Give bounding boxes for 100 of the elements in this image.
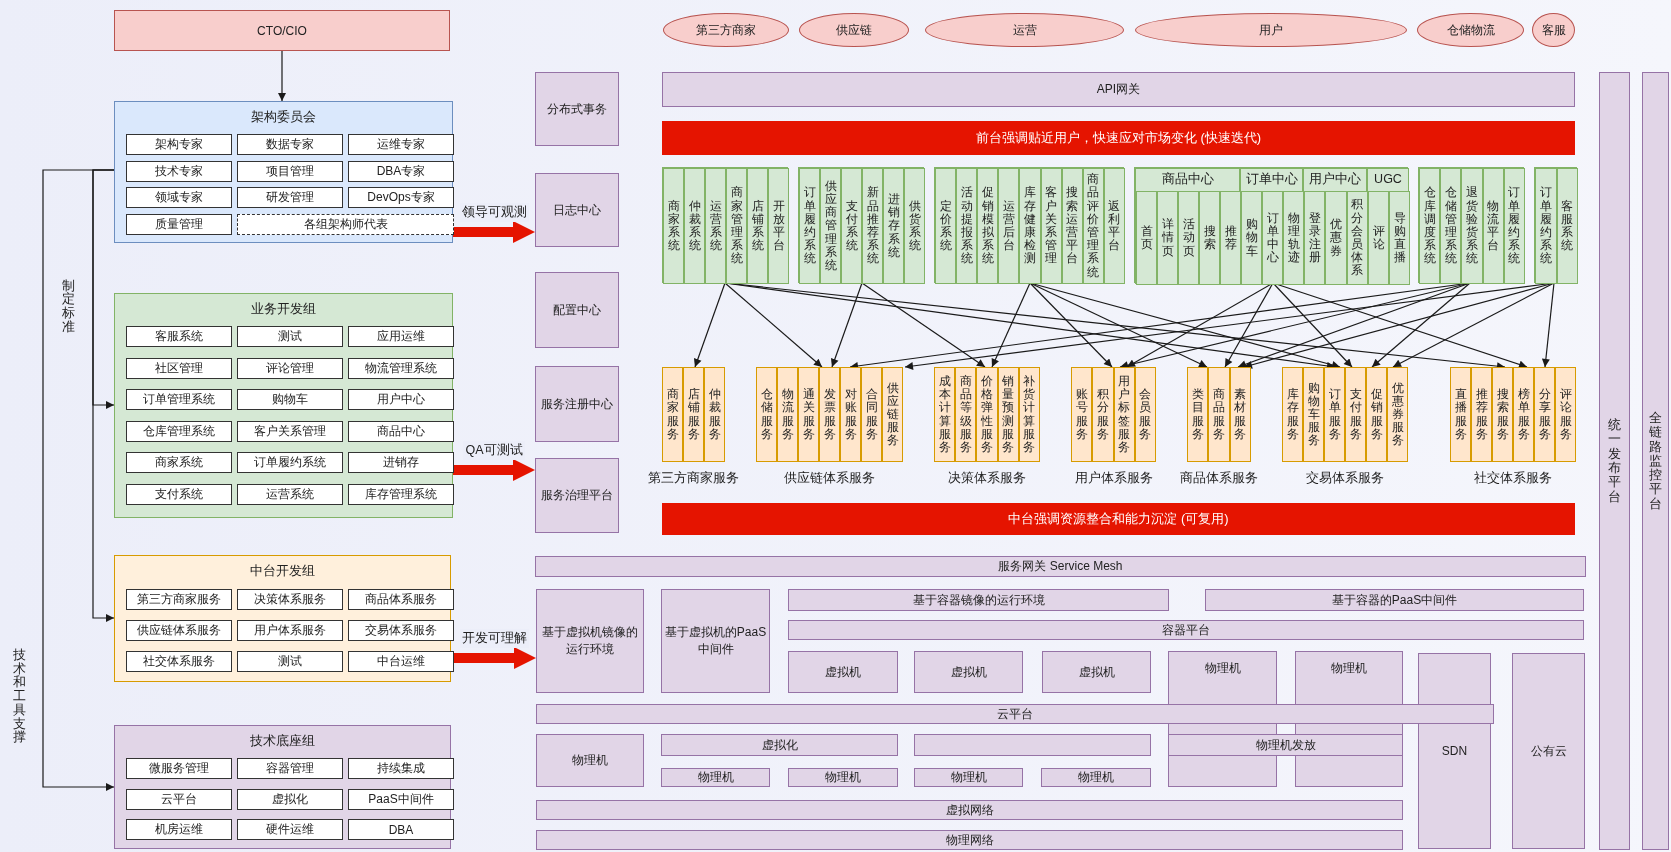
service-name: 支付服务 — [1349, 388, 1362, 441]
service-name: 促销服务 — [1370, 388, 1383, 441]
member-box — [126, 620, 232, 641]
node-label: 各组架构师代表 — [303, 215, 388, 233]
system-column — [1082, 168, 1104, 284]
service-column — [934, 367, 956, 462]
node-label: 公有云 — [1530, 742, 1567, 760]
node-label: 仓储物流 — [1446, 21, 1495, 39]
member-box — [348, 187, 454, 208]
member-box — [237, 452, 343, 474]
system-name: 登录注册 — [1308, 211, 1321, 265]
node-label: 服务治理平台 — [541, 487, 613, 504]
panel-title: 业务开发组 — [250, 301, 317, 318]
member-box — [237, 357, 343, 379]
group-header: UGC — [1373, 171, 1403, 188]
arrow — [453, 221, 535, 243]
role-box — [114, 10, 450, 51]
member-box — [348, 326, 454, 347]
system-column — [1304, 191, 1326, 285]
system-name: 订单中心 — [1266, 211, 1279, 265]
infrastructure-box — [661, 768, 770, 787]
system-group-box — [1534, 167, 1577, 283]
node-label: 订单管理系统 — [143, 391, 215, 409]
service-column — [1471, 367, 1492, 462]
member-box — [348, 819, 454, 840]
infrastructure-box — [661, 589, 770, 693]
member-box — [348, 589, 454, 610]
node-label: 客服 — [1541, 21, 1566, 39]
node-label: 商品体系服务 — [365, 591, 437, 608]
system-name: 订单履约系统 — [1508, 186, 1521, 266]
node-label: 评论管理 — [266, 359, 314, 377]
member-box — [237, 134, 343, 155]
node-label: 物流管理系统 — [365, 359, 437, 377]
member-box — [126, 484, 232, 505]
service-column — [1092, 367, 1114, 462]
service-name: 用户标签服务 — [1118, 374, 1131, 455]
service-column — [1282, 367, 1303, 462]
service-column — [976, 367, 998, 462]
infrastructure-box — [914, 651, 1023, 693]
system-name: 详情页 — [1161, 218, 1174, 258]
service-group-title: 第三方商家服务 — [648, 470, 739, 487]
edge-label: 领导可观测 — [459, 202, 529, 222]
service-column — [1113, 367, 1135, 462]
system-name: 仲裁系统 — [688, 199, 701, 253]
service-name: 积分服务 — [1096, 388, 1109, 441]
system-column — [1461, 168, 1483, 284]
member-box — [348, 452, 454, 474]
member-box — [126, 788, 232, 810]
system-name: 仓储管理系统 — [1444, 186, 1457, 266]
member-box — [237, 788, 343, 810]
node-label: API网关 — [1096, 81, 1141, 98]
system-column — [935, 168, 957, 284]
system-name: 购物车 — [1245, 218, 1258, 258]
arrow — [724, 282, 823, 368]
system-name: 库存健康检测 — [1024, 186, 1036, 266]
node-label: 用户体系服务 — [254, 622, 326, 639]
arrow — [278, 50, 286, 102]
service-name: 供应链服务 — [886, 381, 899, 448]
system-column — [799, 168, 820, 284]
service-column — [662, 367, 683, 462]
system-column — [1220, 191, 1241, 285]
node-label: 领域专家 — [155, 189, 203, 206]
member-box — [126, 357, 232, 379]
infrastructure-box — [914, 734, 1151, 756]
member-box — [126, 389, 232, 411]
node-label: 商品中心 — [377, 422, 425, 440]
system-name: 支付系统 — [845, 199, 858, 253]
node-label: 物理机 — [1078, 769, 1114, 786]
node-label: 服务注册中心 — [541, 395, 613, 413]
system-column — [862, 168, 883, 284]
member-box — [126, 134, 232, 155]
node-label: 技术专家 — [155, 162, 203, 180]
node-label: 服务网关 Service Mesh — [998, 558, 1123, 575]
system-column — [1157, 191, 1178, 285]
service-column — [861, 367, 882, 462]
infrastructure-box — [1512, 653, 1585, 849]
system-name: 首页 — [1140, 224, 1153, 252]
node-label: 虚拟网络 — [945, 801, 994, 819]
member-box — [237, 651, 343, 672]
platform-box — [535, 173, 619, 247]
system-column — [684, 168, 705, 284]
service-column — [1229, 367, 1251, 462]
service-name: 发票服务 — [823, 388, 836, 441]
node-label: 基于虚拟机的PaaS中间件 — [663, 624, 768, 658]
arrow — [830, 282, 863, 368]
service-column — [882, 367, 903, 462]
platform-box — [535, 366, 619, 442]
node-label: 虚拟化 — [272, 790, 308, 808]
member-box — [348, 357, 454, 379]
group-header: 订单中心 — [1244, 171, 1299, 188]
infrastructure-box — [1041, 768, 1151, 787]
node-label: 客户关系管理 — [254, 422, 326, 440]
member-box — [126, 758, 232, 779]
node-label: 购物车 — [272, 391, 308, 409]
system-group-box — [1134, 167, 1408, 283]
node-label: 容器管理 — [266, 760, 314, 777]
node-label: 仓库管理系统 — [143, 422, 215, 440]
member-box — [126, 819, 232, 840]
system-group-box — [662, 167, 788, 283]
node-label: 虚拟机 — [825, 663, 861, 681]
